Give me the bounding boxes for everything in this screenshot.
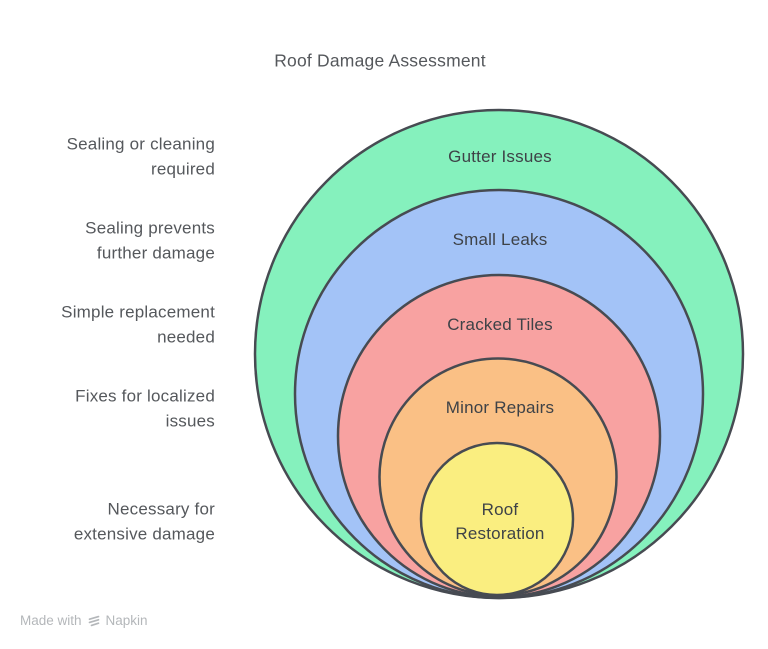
description-line: issues: [165, 411, 215, 430]
description-cracked-tiles: Simple replacement needed: [0, 301, 215, 350]
diagram-title: Roof Damage Assessment: [274, 50, 486, 71]
description-line: Simple replacement: [61, 302, 215, 322]
description-minor-repairs: Fixes for localized issues: [0, 385, 215, 434]
ring-label-roof-restoration: Roof Restoration: [455, 500, 545, 543]
description-line: Fixes for localized: [75, 386, 215, 406]
description-line: further damage: [96, 243, 215, 262]
description-line: required: [151, 159, 215, 178]
description-roof-restoration: Necessary for extensive damage: [0, 498, 215, 547]
ring-label-minor-repairs: Minor Repairs: [445, 398, 555, 417]
ring-label-cracked-tiles: Cracked Tiles: [447, 315, 553, 334]
description-gutter-issues: Sealing or cleaning required: [0, 133, 215, 182]
description-line: Sealing prevents: [85, 218, 215, 238]
description-line: Necessary for: [107, 499, 215, 519]
ring-circle-roof-restoration: [419, 441, 575, 597]
watermark-brand: Napkin: [105, 613, 148, 628]
watermark-prefix: Made with: [20, 613, 82, 628]
description-line: needed: [157, 327, 215, 346]
description-line: extensive damage: [73, 524, 215, 543]
napkin-watermark-link[interactable]: Made with Napkin: [20, 612, 148, 629]
ring-label-gutter-issues: Gutter Issues: [448, 147, 552, 166]
ring-label-small-leaks: Small Leaks: [452, 230, 548, 249]
description-line: Sealing or cleaning: [66, 134, 215, 154]
description-small-leaks: Sealing prevents further damage: [0, 217, 215, 266]
napkin-logo-icon: [87, 614, 101, 628]
